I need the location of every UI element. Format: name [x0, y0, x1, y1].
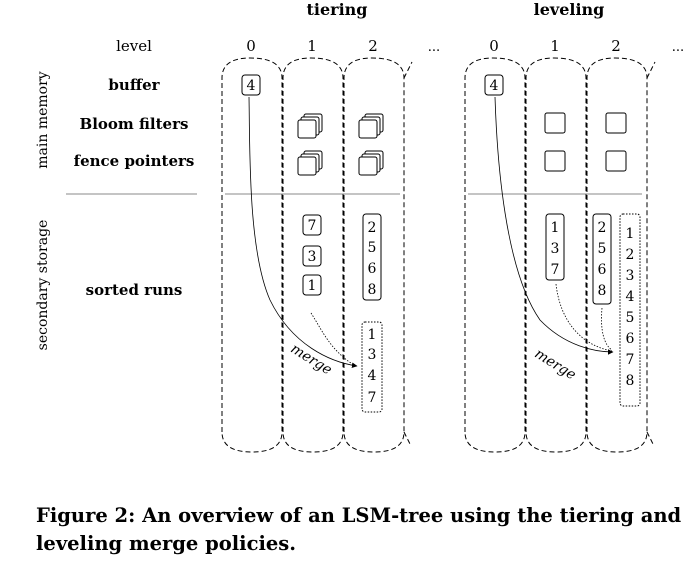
- figure-caption: Figure 2: An overview of an LSM-tree usi…: [36, 504, 682, 555]
- tiering-level-2-run-a-1: 5: [368, 240, 377, 256]
- leveling-level-2-fence-pointer-icon: [605, 150, 627, 172]
- leveling-level-1-run: [545, 213, 565, 281]
- tiering-level-1-bloom-filters-icon: [297, 113, 323, 139]
- tiering-level-1-fence-pointers-icon: [297, 150, 323, 176]
- leveling-merge-arrow-from-level-1: [555, 283, 613, 352]
- sorted-runs-row-label: sorted runs: [86, 281, 183, 299]
- leveling-level-1-column: [525, 57, 587, 453]
- tiering-level-2-fence-pointers-icon: [358, 150, 384, 176]
- leveling-level-2-run-b-2: 3: [626, 268, 635, 284]
- tiering-level-2-run-a-2: 6: [368, 261, 377, 277]
- leveling-merge-arrow-from-level-2: [601, 307, 613, 351]
- tiering-level-1: 1: [307, 37, 317, 55]
- leveling-level-1-run-0: 1: [551, 220, 560, 236]
- leveling-merge-arrow-from-buffer: [494, 96, 614, 355]
- main-memory-label: main memory: [35, 71, 51, 169]
- tiering-level-2-run-a-0: 2: [368, 220, 377, 236]
- fence-pointers-row-label: fence pointers: [74, 152, 195, 170]
- leveling-level-2-run-b: [619, 213, 641, 407]
- tiering-level-2-run-b-1: 3: [368, 347, 377, 363]
- tiering-merge-label: merge: [288, 341, 335, 379]
- leveling-title: leveling: [534, 0, 605, 19]
- leveling-level-1-run-1: 3: [551, 241, 560, 257]
- level-header-label: level: [116, 37, 152, 55]
- lsm-tree-diagram: tiering leveling level 0 1 2 ... 0 1 2 .…: [35, 0, 684, 453]
- leveling-level-2: 2: [611, 37, 621, 55]
- leveling-level-2-run-a-3: 8: [598, 283, 607, 299]
- leveling-buffer-value: 4: [490, 78, 499, 94]
- leveling-level-1: 1: [550, 37, 560, 55]
- tiering-level-2-run-b: [361, 321, 383, 413]
- leveling-level-2-run-b-1: 2: [626, 247, 635, 263]
- tiering-buffer-box: [241, 74, 261, 96]
- tiering-column-tail: [403, 61, 413, 79]
- leveling-level-2-run-b-3: 4: [626, 289, 635, 305]
- tiering-level-0-column: [221, 57, 283, 453]
- leveling-level-2-run-b-4: 5: [626, 310, 635, 326]
- tiering-level-2-bloom-filters-icon: [358, 113, 384, 139]
- tiering-level-2-run-b-2: 4: [368, 368, 377, 384]
- buffer-row-label: buffer: [108, 76, 160, 94]
- tiering-level-2-run-b-0: 1: [368, 327, 377, 343]
- tiering-merge-arrow-from-level-1: [310, 312, 355, 366]
- tiering-level-1-column: [282, 57, 344, 453]
- leveling-level-1-run-2: 7: [551, 262, 560, 278]
- tiering-merge-arrow-from-buffer: [248, 96, 358, 369]
- leveling-level-2-run-b-6: 7: [626, 352, 635, 368]
- secondary-storage-label: secondary storage: [35, 220, 51, 351]
- tiering-level-2-run-b-3: 7: [368, 390, 377, 406]
- leveling-level-2-run-a-2: 6: [598, 262, 607, 278]
- tiering-level-1-run-1-value: 7: [308, 218, 317, 234]
- bloom-filters-row-label: Bloom filters: [80, 115, 189, 133]
- tiering-column-tail-bottom: [403, 431, 411, 445]
- tiering-level-1-run-3-value: 1: [308, 278, 317, 294]
- leveling-level-0: 0: [489, 37, 499, 55]
- leveling-level-1-bloom-filter-icon: [544, 112, 566, 134]
- tiering-level-2-run-a-3: 8: [368, 282, 377, 298]
- tiering-level-0: 0: [246, 37, 256, 55]
- leveling-level-2-run-a-0: 2: [598, 220, 607, 236]
- leveling-level-2-run-b-0: 1: [626, 226, 635, 242]
- leveling-column-tail: [646, 61, 656, 79]
- leveling-level-0-column: [464, 57, 526, 453]
- tiering-level-1-run-1: [302, 214, 322, 236]
- leveling-level-2-run-a-1: 5: [598, 241, 607, 257]
- tiering-level-1-run-2-value: 3: [308, 249, 317, 265]
- leveling-column-tail-bottom: [646, 431, 654, 445]
- tiering-level-1-run-3: [302, 274, 322, 296]
- leveling-level-2-bloom-filter-icon: [605, 112, 627, 134]
- leveling-level-2-run-a: [592, 213, 612, 305]
- tiering-level-2-run-a: [362, 213, 382, 301]
- leveling-ellipsis: ...: [672, 40, 684, 55]
- leveling-level-2-run-b-7: 8: [626, 373, 635, 389]
- tiering-ellipsis: ...: [428, 40, 440, 55]
- leveling-level-1-fence-pointer-icon: [544, 150, 566, 172]
- tiering-level-1-run-2: [302, 245, 322, 267]
- leveling-level-2-run-b-5: 6: [626, 331, 635, 347]
- leveling-buffer-box: [484, 74, 504, 96]
- tiering-title: tiering: [307, 0, 368, 19]
- tiering-buffer-value: 4: [247, 78, 256, 94]
- leveling-merge-label: merge: [532, 346, 579, 384]
- tiering-level-2: 2: [368, 37, 378, 55]
